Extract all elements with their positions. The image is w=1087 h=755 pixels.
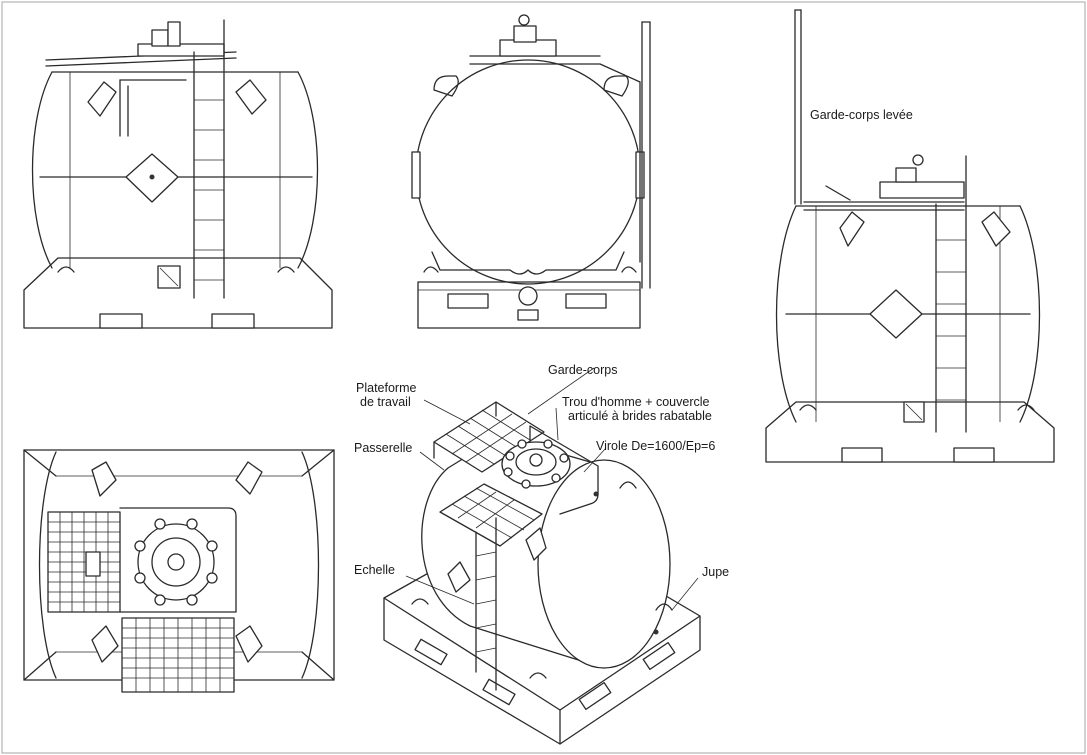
label-plateforme-line2: de travail <box>360 395 411 409</box>
label-passerelle: Passerelle <box>354 441 412 455</box>
label-trou-line2: articulé à brides rabatable <box>568 409 712 423</box>
side-view-raised-guardrail <box>765 9 1055 463</box>
label-virole: Virole De=1600/Ep=6 <box>596 439 715 453</box>
top-view <box>23 449 335 693</box>
side-view-left <box>23 19 333 329</box>
isometric-view <box>383 367 701 745</box>
front-view <box>411 14 651 329</box>
label-plateforme-line1: Plateforme <box>356 381 416 395</box>
label-jupe: Jupe <box>702 565 729 579</box>
label-garde-corps: Garde-corps <box>548 363 617 377</box>
label-trou-line1: Trou d'homme + couvercle <box>562 395 710 409</box>
label-echelle: Echelle <box>354 563 395 577</box>
label-garde-corps-levee: Garde-corps levée <box>810 108 913 122</box>
